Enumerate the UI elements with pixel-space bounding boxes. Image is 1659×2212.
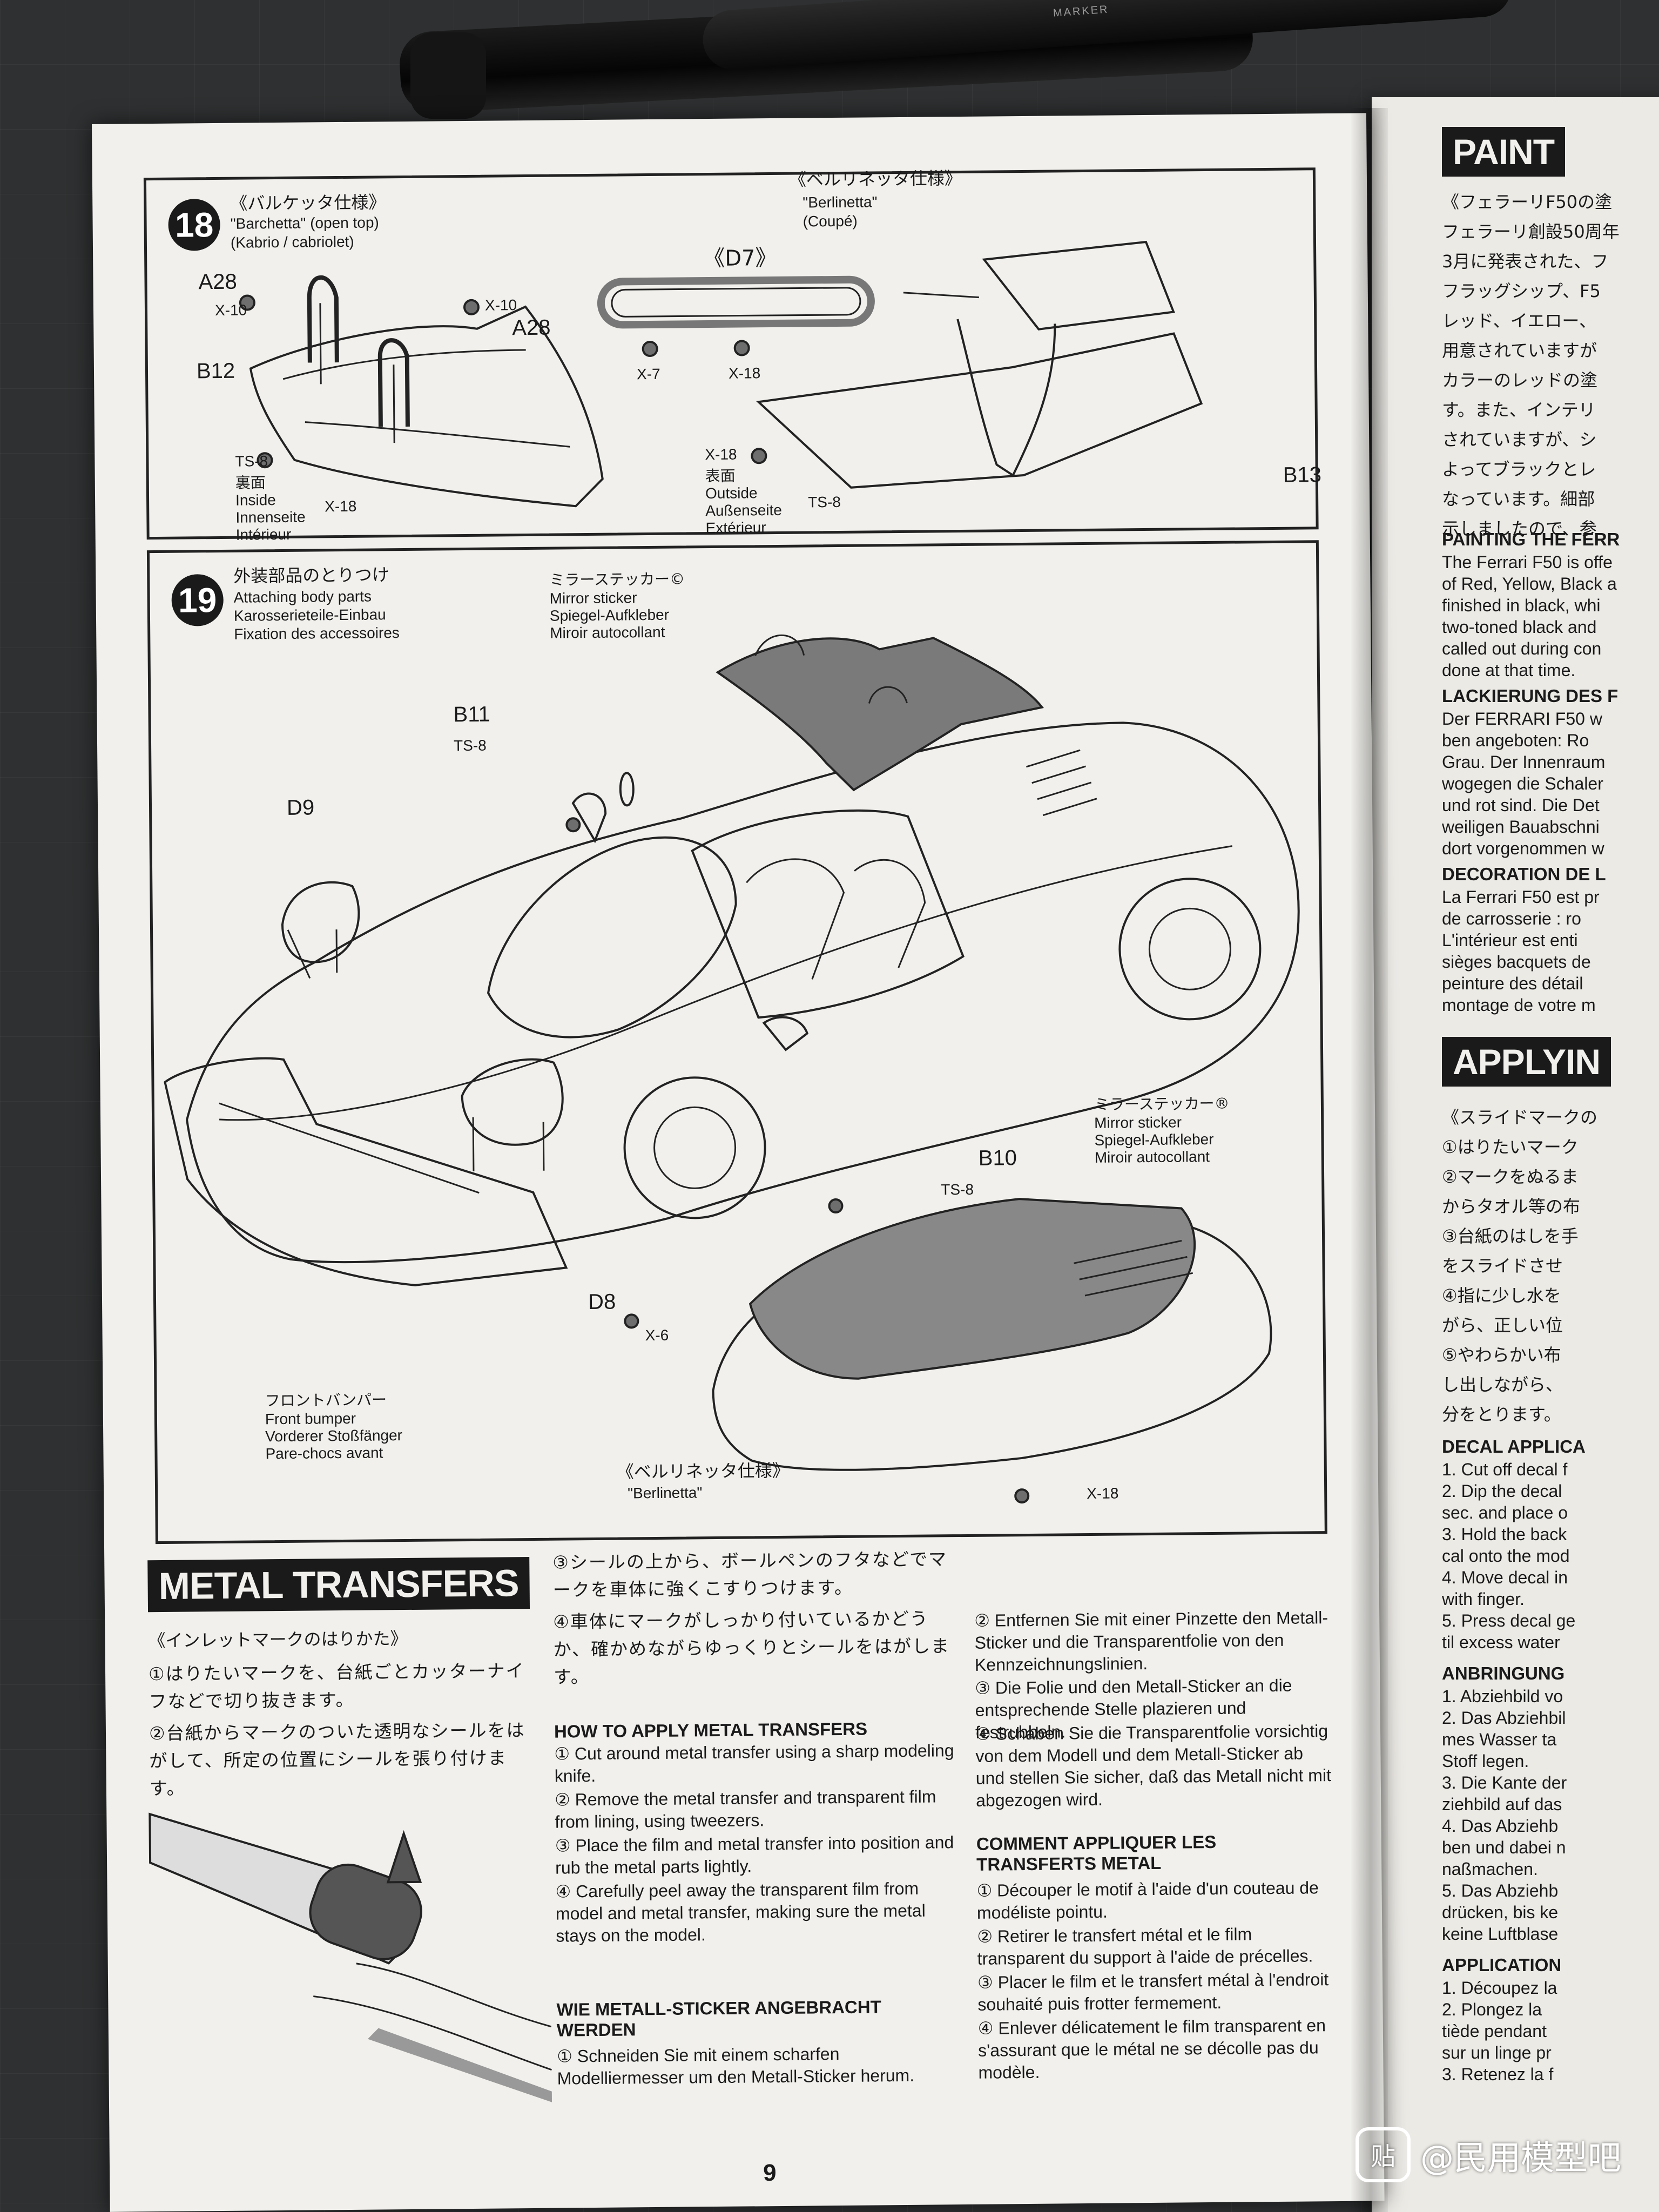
metal-en-head: HOW TO APPLY METAL TRANSFERS — [554, 1718, 868, 1742]
metal-jp-step1: ①はりたいマークを、台紙ごとカッターナイフなどで切り抜きます。 — [148, 1660, 525, 1712]
label-b13: B13 — [1283, 463, 1322, 487]
metal-transfers-box: METAL TRANSFERS 《インレットマークのはりかた》 ①はりたいマーク… — [137, 1539, 1336, 2187]
paint-section-title: PAINT — [1442, 127, 1566, 177]
metal-jp-step4: ④車体にマークがしっかり付いているかどうか、確かめながらゆっくりとシールをはがし… — [553, 1608, 950, 1688]
label-b10: B10 — [978, 1146, 1017, 1170]
screw-icon — [463, 299, 480, 315]
screw-icon — [565, 817, 581, 833]
label-a28-right: A28 — [512, 315, 551, 340]
right-en-head: PAINTING THE FERR — [1442, 529, 1620, 549]
metal-de-step2: ② Entfernen Sie mit einer Pinzette den M… — [974, 1608, 1328, 1675]
step-18-drawing — [239, 240, 1203, 508]
screw-icon — [828, 1198, 844, 1214]
metal-fr-step2: ② Retirer le transfert métal et le film … — [977, 1924, 1313, 1968]
step-19-box: 19 外装部品のとりつけ Attaching body parts Kaross… — [146, 540, 1327, 1545]
watermark: 贴 @民用模型吧 — [1355, 2127, 1621, 2182]
label-ts8: TS-8 — [235, 453, 268, 470]
screw-icon — [239, 294, 255, 311]
instruction-page: 18 《バルケッタ仕様》 "Barchetta" (open top) (Kab… — [92, 113, 1385, 2212]
right-fr-head: DECORATION DE L — [1442, 864, 1606, 884]
watermark-text: @民用模型吧 — [1420, 2138, 1621, 2177]
label-x10-left: X-10 — [214, 301, 247, 319]
label-a28-left: A28 — [198, 269, 237, 294]
label-x10-right: X-10 — [484, 296, 517, 314]
right-de-head: LACKIERUNG DES F — [1442, 686, 1618, 706]
label-b12: B12 — [196, 359, 235, 383]
metal-jp-step2: ②台紙からマークのついた透明なシールをはがして、所定の位置にシールを張り付けます… — [149, 1719, 525, 1799]
decal-head: DECAL APPLICA — [1442, 1437, 1586, 1456]
screw-icon — [751, 448, 767, 464]
metal-fr-step4: ④ Enlever délicatement le film transpare… — [977, 2015, 1326, 2082]
metal-jp-title: 《インレットマークのはりかた》 — [148, 1628, 408, 1651]
label-d9: D9 — [286, 795, 315, 820]
metal-jp-step3: ③シールの上から、ボールペンのフタなどでマークを車体に強くこすりつけます。 — [552, 1548, 948, 1601]
metal-de-step4: ④ Schaben Sie die Transparentfolie vorsi… — [975, 1721, 1332, 1810]
application-head: APPLICATION — [1442, 1955, 1562, 1975]
label-ts8-right: TS-8 — [808, 493, 841, 511]
anbringung-head: ANBRINGUNG — [1442, 1663, 1565, 1683]
screw-icon — [733, 340, 750, 356]
knife-illustration — [149, 1812, 552, 2102]
step-18-box: 18 《バルケッタ仕様》 "Barchetta" (open top) (Kab… — [143, 167, 1322, 543]
screw-icon — [642, 340, 658, 357]
metal-fr-head: COMMENT APPLIQUER LES TRANSFERTS METAL — [976, 1831, 1217, 1874]
label-x7: X-7 — [636, 365, 660, 383]
label-d8: D8 — [588, 1290, 616, 1314]
applying-section-title: APPLYIN — [1442, 1037, 1611, 1087]
metal-en-step4: ④ Carefully peel away the transparent fi… — [555, 1878, 926, 1946]
label-x18: X-18 — [1087, 1485, 1119, 1502]
label-ts8-a: TS-8 — [453, 737, 487, 754]
screw-icon — [624, 1313, 639, 1329]
screw-icon — [257, 452, 273, 469]
book-gutter — [1350, 108, 1388, 2212]
right-page: PAINT 《フェラーリF50の塗 フェラーリ創設50周年 3月に発表された、フ… — [1372, 97, 1659, 2212]
metal-en-step2: ② Remove the metal transfer and transpar… — [554, 1786, 936, 1832]
metal-en-step3: ③ Place the film and metal transfer into… — [555, 1832, 954, 1878]
metal-fr-step3: ③ Placer le film et le transfert métal à… — [977, 1970, 1329, 2014]
metal-transfers-title: METAL TRANSFERS — [147, 1557, 530, 1613]
tieba-icon: 贴 — [1355, 2127, 1411, 2182]
label-b11: B11 — [453, 702, 490, 727]
label-ts8-b: TS-8 — [941, 1181, 974, 1198]
label-x18-top: X-18 — [728, 365, 761, 382]
pen-clip — [410, 32, 486, 119]
label-x18-inside: X-18 — [325, 497, 357, 515]
car-assembly-drawing — [164, 635, 1300, 1504]
page-number: 9 — [763, 2160, 777, 2187]
metal-de-head: WIE METALL-STICKER ANGEBRACHT WERDEN — [556, 1997, 881, 2040]
label-x18-mid: X-18 — [705, 446, 737, 463]
metal-en-step1: ① Cut around metal transfer using a shar… — [554, 1741, 954, 1786]
metal-de-step1: ① Schneiden Sie mit einem scharfen Model… — [557, 2044, 915, 2088]
screw-icon — [1014, 1488, 1030, 1504]
label-x6: X-6 — [645, 1326, 669, 1344]
metal-fr-step1: ① Découper le motif à l'aide d'un coutea… — [976, 1878, 1319, 1923]
